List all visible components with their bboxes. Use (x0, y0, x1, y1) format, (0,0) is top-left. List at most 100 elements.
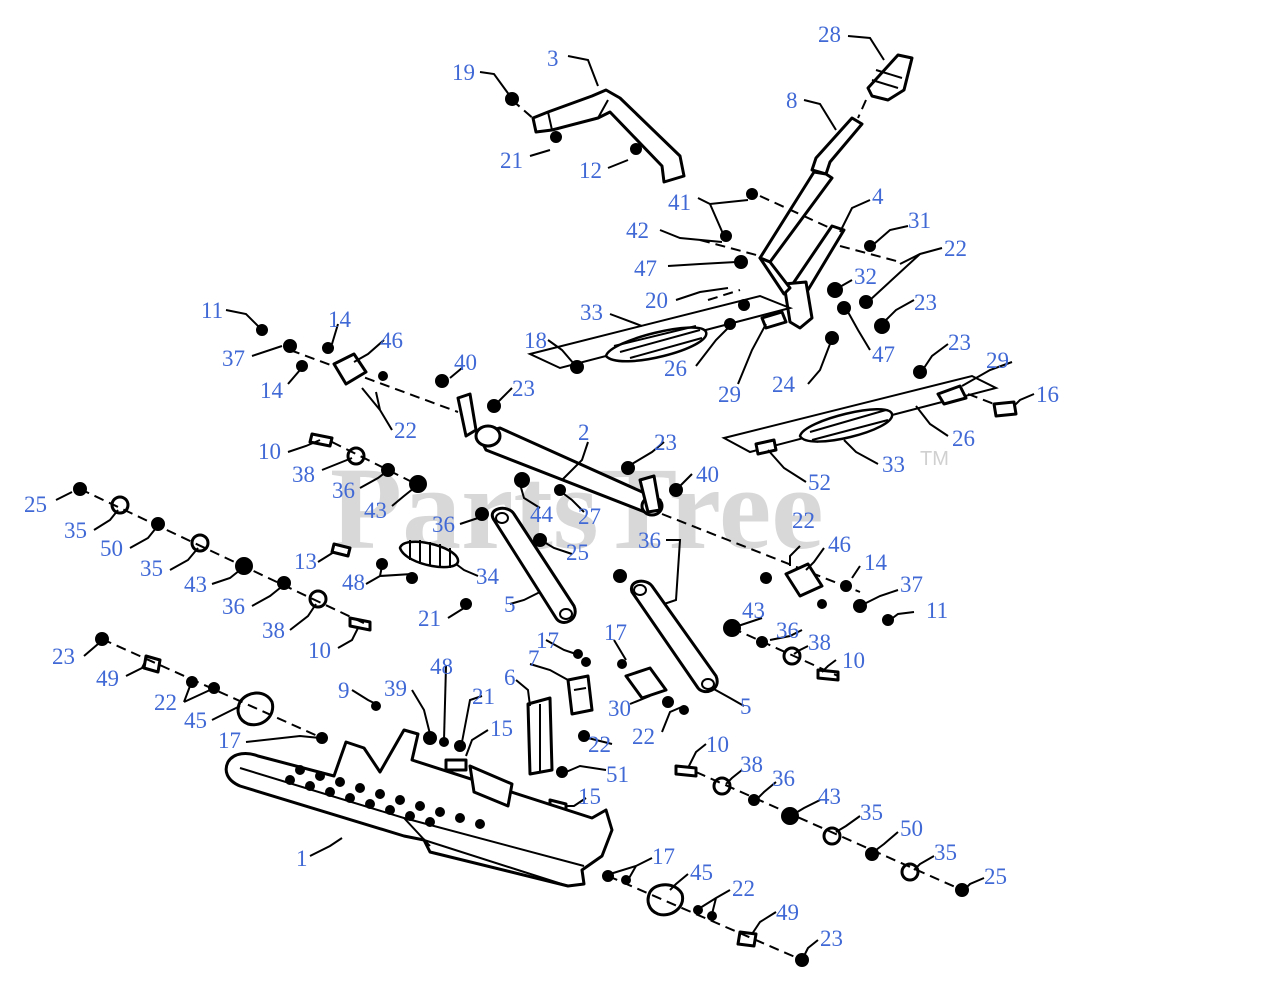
part-45-bushing-lower-left (95, 632, 468, 772)
callout-48a: 48 (342, 570, 365, 595)
part-4-arm (699, 188, 901, 345)
callout-17a: 17 (536, 628, 559, 653)
callout-23f: 23 (820, 926, 843, 951)
part-5-arm-right (475, 507, 719, 693)
callout-22f: 22 (632, 724, 655, 749)
callout-35b: 35 (140, 556, 163, 581)
callout-20: 20 (645, 288, 668, 313)
part-1-footplate (224, 728, 614, 888)
callout-36f: 36 (772, 766, 795, 791)
callout-23e: 23 (52, 644, 75, 669)
callout-25a: 25 (24, 492, 47, 517)
part-45-bushing-lower-right (602, 870, 809, 967)
callout-28: 28 (818, 22, 841, 47)
callout-22g: 22 (732, 876, 755, 901)
right-washer-stack-lower (674, 764, 969, 897)
callout-30: 30 (608, 696, 631, 721)
callout-10b: 10 (308, 638, 331, 663)
callout-43c: 43 (742, 598, 765, 623)
callout-25b: 25 (566, 540, 589, 565)
callout-50b: 50 (900, 816, 923, 841)
part-8-lever (758, 53, 914, 264)
callout-42: 42 (626, 218, 649, 243)
callout-14b: 14 (260, 378, 284, 403)
callout-35c: 35 (860, 800, 883, 825)
callout-38d: 38 (740, 752, 763, 777)
callout-41: 41 (668, 190, 691, 215)
callout-26b: 26 (952, 426, 975, 451)
callout-10c: 10 (842, 648, 865, 673)
callout-13: 13 (294, 549, 317, 574)
callout-39: 39 (384, 676, 407, 701)
part-46-bushing-right (760, 562, 894, 626)
callout-1: 1 (296, 846, 308, 871)
callout-35a: 35 (64, 518, 87, 543)
right-washer-stack-upper (723, 619, 840, 682)
part-33-plate-lower (721, 365, 1018, 456)
callout-16: 16 (1036, 382, 1059, 407)
callout-27: 27 (578, 504, 601, 529)
callout-37a: 37 (222, 346, 245, 371)
callout-33a: 33 (580, 300, 603, 325)
part-5-arm-left (490, 506, 577, 624)
callout-47b: 47 (872, 342, 895, 367)
callout-43d: 43 (818, 784, 841, 809)
callout-26a: 26 (664, 356, 687, 381)
callout-19: 19 (452, 60, 475, 85)
callout-22a: 22 (394, 418, 417, 443)
callout-33b: 33 (882, 452, 905, 477)
callout-47a: 47 (634, 256, 657, 281)
callout-36d: 36 (222, 594, 245, 619)
callout-36e: 36 (776, 618, 799, 643)
footplate-holes (285, 765, 485, 829)
callout-23a: 23 (512, 376, 535, 401)
callout-50a: 50 (100, 536, 123, 561)
callout-2: 2 (578, 420, 590, 445)
part-2-shaft (289, 349, 861, 593)
callout-40b: 40 (696, 462, 719, 487)
part-30-plate (617, 659, 689, 715)
callout-36b: 36 (432, 512, 455, 537)
callout-14c: 14 (864, 550, 888, 575)
callout-21a: 21 (500, 148, 523, 173)
callout-38c: 38 (808, 630, 831, 655)
callout-10a: 10 (258, 439, 281, 464)
callout-15a: 15 (490, 716, 513, 741)
part-6-bracket (526, 696, 568, 814)
callout-4: 4 (872, 184, 884, 209)
callout-17c: 17 (218, 728, 241, 753)
callout-labels: 1 2 3 4 5 5 6 7 8 9 10 10 10 10 11 11 12… (24, 22, 1059, 951)
leader-lines (55, 35, 1035, 957)
left-washer-stack-lower (73, 482, 372, 632)
callout-22c: 22 (792, 508, 815, 533)
callout-34: 34 (476, 564, 500, 589)
callout-38b: 38 (262, 618, 285, 643)
part-46-bushing-left (256, 324, 388, 386)
callout-22d: 22 (154, 690, 177, 715)
callout-43a: 43 (364, 498, 387, 523)
callout-21b: 21 (418, 606, 441, 631)
callout-38a: 38 (292, 462, 315, 487)
callout-6: 6 (504, 665, 516, 690)
callout-45b: 45 (690, 860, 713, 885)
callout-31: 31 (908, 208, 931, 233)
watermark-trademark: TM (920, 448, 949, 470)
part-7-bracket (566, 649, 594, 742)
callout-3: 3 (547, 46, 559, 71)
callout-7: 7 (528, 646, 540, 671)
callout-5a: 5 (504, 592, 516, 617)
callout-11b: 11 (926, 598, 948, 623)
callout-45a: 45 (184, 708, 207, 733)
callout-18: 18 (524, 328, 547, 353)
callout-5b: 5 (740, 694, 752, 719)
callout-12: 12 (579, 158, 602, 183)
callout-17b: 17 (604, 620, 627, 645)
callout-35d: 35 (934, 840, 957, 865)
part-3-bracket (505, 88, 686, 184)
callout-40a: 40 (454, 350, 477, 375)
callout-22b: 22 (944, 236, 967, 261)
callout-10d: 10 (706, 732, 729, 757)
part-33-plate-upper (527, 289, 794, 374)
callout-49b: 49 (776, 900, 799, 925)
